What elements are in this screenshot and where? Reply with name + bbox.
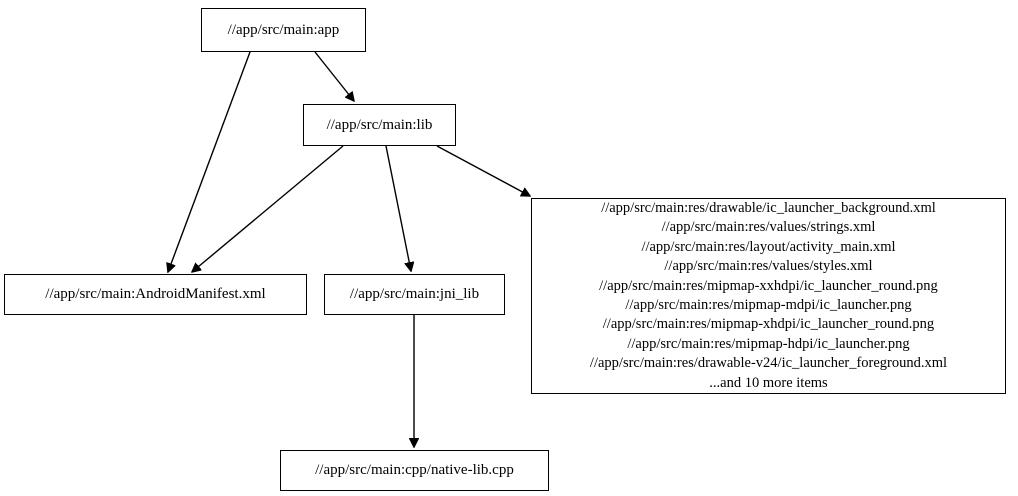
resource-line: //app/src/main:res/mipmap-xhdpi/ic_launc… (602, 316, 935, 333)
edge-app-to-lib (314, 51, 354, 101)
edge-lib-to-jni (385, 145, 411, 271)
resource-line: ...and 10 more items (709, 374, 828, 391)
node-app-label: //app/src/main:app (227, 21, 340, 38)
edge-app-to-manifest (168, 51, 251, 272)
node-native-lib-cpp-label: //app/src/main:cpp/native-lib.cpp (315, 462, 514, 478)
node-android-manifest-label: //app/src/main:AndroidManifest.xml (45, 286, 266, 302)
node-jni-lib-label: //app/src/main:jni_lib (349, 286, 480, 302)
node-lib-label: //app/src/main:lib (326, 116, 433, 133)
resource-line: //app/src/main:res/drawable-v24/ic_launc… (589, 355, 948, 372)
resource-line: //app/src/main:res/layout/activity_main.… (641, 238, 896, 255)
node-jni-lib[interactable]: //app/src/main:jni_lib (324, 274, 505, 315)
resource-line: //app/src/main:res/mipmap-mdpi/ic_launch… (625, 297, 912, 313)
node-app[interactable]: //app/src/main:app (201, 8, 366, 52)
node-resources-label-list: //app/src/main:res/drawable/ic_launcher_… (590, 199, 947, 393)
node-resources[interactable]: //app/src/main:res/drawable/ic_launcher_… (531, 198, 1006, 394)
resource-line: //app/src/main:res/values/strings.xml (661, 219, 876, 236)
edge-lib-to-resources (436, 145, 530, 196)
resource-line: //app/src/main:res/drawable/ic_launcher_… (601, 199, 936, 216)
node-android-manifest[interactable]: //app/src/main:AndroidManifest.xml (4, 274, 307, 315)
resource-line: //app/src/main:res/mipmap-xxhdpi/ic_laun… (599, 277, 938, 294)
resource-line: //app/src/main:res/values/styles.xml (664, 258, 873, 275)
resource-line: //app/src/main:res/mipmap-hdpi/ic_launch… (627, 335, 910, 352)
node-native-lib-cpp[interactable]: //app/src/main:cpp/native-lib.cpp (280, 450, 549, 491)
node-lib[interactable]: //app/src/main:lib (303, 104, 456, 146)
edge-lib-to-manifest (192, 145, 344, 272)
